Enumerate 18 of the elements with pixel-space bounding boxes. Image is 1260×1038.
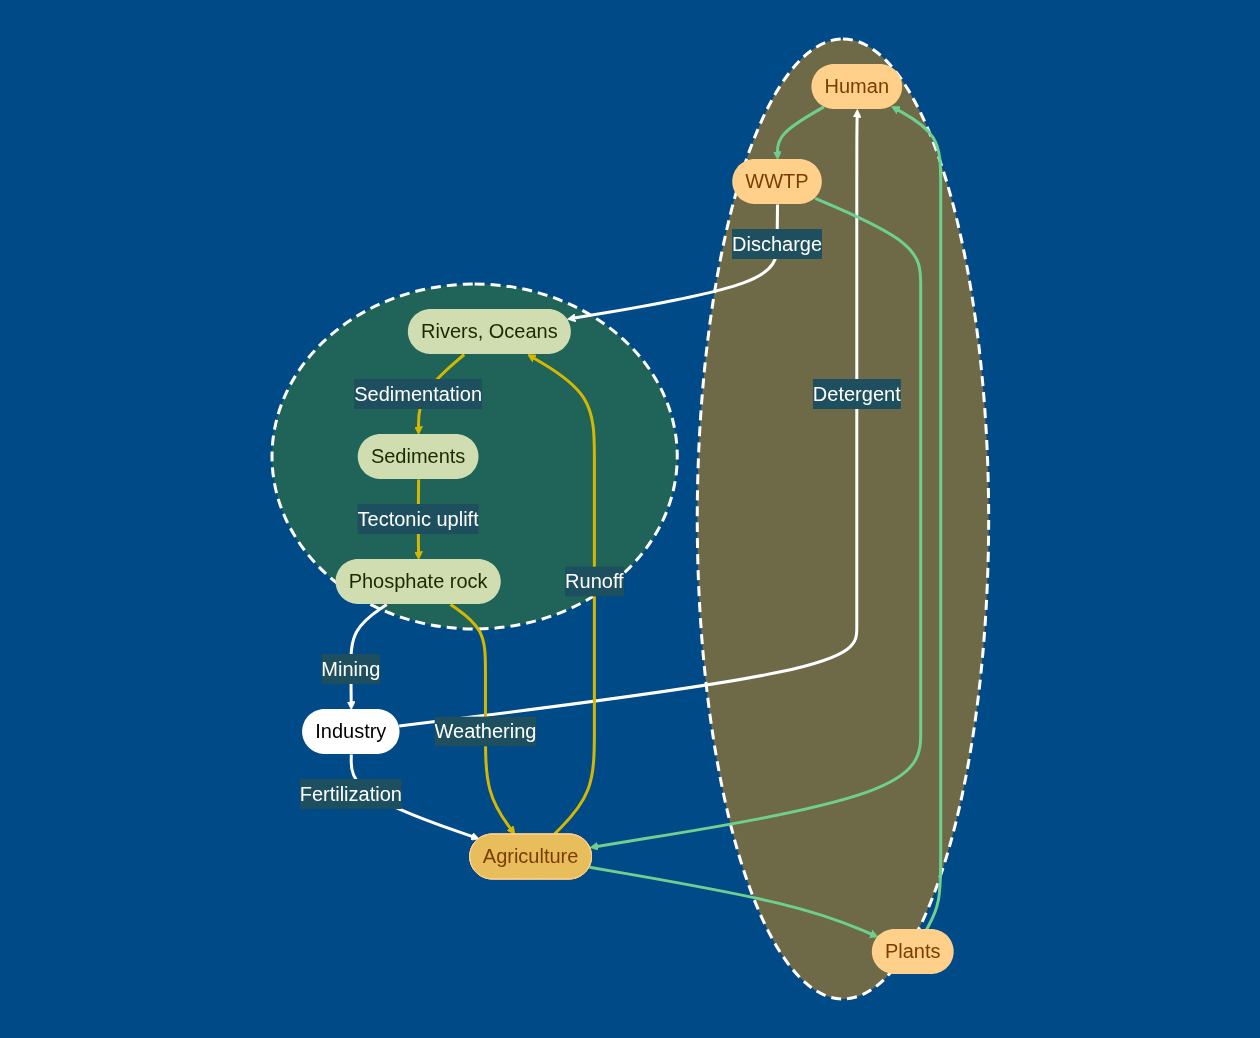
arrow (449, 603, 515, 835)
edge-label: Mining (321, 657, 380, 680)
edge-label: Tectonic uplift (357, 507, 479, 530)
edge-label: Runoff (564, 570, 624, 593)
edge-label: Weathering (434, 720, 537, 743)
arrow (398, 109, 862, 728)
edge-label: Fertilization (299, 782, 402, 805)
node-box: Rivers, Oceans (407, 309, 571, 354)
node-box: Phosphate rock (335, 559, 501, 604)
node-box: Sediments (357, 434, 479, 479)
edge-label: Discharge (731, 233, 822, 255)
arrow (588, 865, 879, 938)
arrow (566, 204, 779, 323)
edge-label: Sedimentation (353, 382, 482, 405)
edge-label: Detergent (812, 382, 901, 405)
arrow (589, 197, 922, 851)
arrow (890, 106, 942, 931)
arrow (772, 105, 825, 160)
